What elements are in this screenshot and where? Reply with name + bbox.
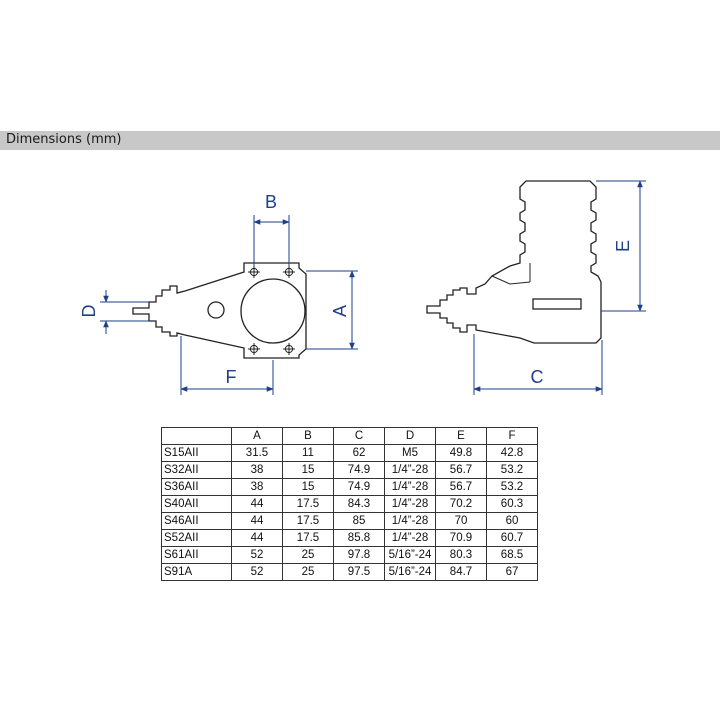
table-cell: 52 — [231, 563, 283, 581]
table-cell: 17.5 — [282, 495, 334, 513]
table-cell: 84.7 — [435, 563, 487, 581]
table-cell: 1/4”-28 — [384, 461, 436, 479]
model-cell: S52AII — [161, 529, 232, 547]
table-header-cell: F — [486, 427, 538, 445]
model-cell: S40AII — [161, 495, 232, 513]
table-cell: 60 — [486, 512, 538, 530]
section-header: Dimensions (mm) — [0, 131, 720, 150]
model-cell: S91A — [161, 563, 232, 581]
table-row: S15AII 31.5 11 62 M5 49.8 42.8 — [161, 444, 538, 462]
table-row: S91A 52 25 97.5 5/16”-24 84.7 67 — [161, 563, 538, 581]
model-cell: S36AII — [161, 478, 232, 496]
top-view-outline — [132, 262, 307, 359]
table-cell: 15 — [282, 478, 334, 496]
model-cell: S32AII — [161, 461, 232, 479]
table-cell: 56.7 — [435, 461, 487, 479]
table-cell: 97.8 — [333, 546, 385, 564]
table-cell: 38 — [231, 478, 283, 496]
table-header-cell: C — [333, 427, 385, 445]
dim-label-a: A — [330, 305, 350, 317]
table-cell: 11 — [282, 444, 334, 462]
table-cell: 49.8 — [435, 444, 487, 462]
dim-label-b: B — [265, 192, 277, 212]
table-cell: 60.3 — [486, 495, 538, 513]
side-view-outline — [426, 180, 602, 344]
top-view-bore — [240, 278, 306, 344]
model-cell: S46AII — [161, 512, 232, 530]
table-cell: 42.8 — [486, 444, 538, 462]
table-cell: 25 — [282, 546, 334, 564]
table-cell: 67 — [486, 563, 538, 581]
table-cell: 38 — [231, 461, 283, 479]
technical-drawing: B A D F E C — [79, 180, 646, 395]
table-cell: 44 — [231, 529, 283, 547]
table-row: S52AII 44 17.5 85.8 1/4”-28 70.9 60.7 — [161, 529, 538, 547]
dim-label-d: D — [79, 305, 99, 318]
table-cell: 97.5 — [333, 563, 385, 581]
table-cell: 85.8 — [333, 529, 385, 547]
table-header-cell: A — [231, 427, 283, 445]
table-row: S61AII 52 25 97.8 5/16”-24 80.3 68.5 — [161, 546, 538, 564]
table-cell: 68.5 — [486, 546, 538, 564]
table-cell: 53.2 — [486, 461, 538, 479]
table-row: S32AII 38 15 74.9 1/4”-28 56.7 53.2 — [161, 461, 538, 479]
table-cell: 17.5 — [282, 529, 334, 547]
table-cell: 70.9 — [435, 529, 487, 547]
dim-label-f: F — [226, 367, 237, 387]
table-row: S36AII 38 15 74.9 1/4”-28 56.7 53.2 — [161, 478, 538, 496]
dim-label-e: E — [613, 240, 633, 252]
table-row: S46AII 44 17.5 85 1/4”-28 70 60 — [161, 512, 538, 530]
table-cell: 60.7 — [486, 529, 538, 547]
table-header-cell: B — [282, 427, 334, 445]
table-cell: 44 — [231, 495, 283, 513]
table-cell: 85 — [333, 512, 385, 530]
table-cell: 80.3 — [435, 546, 487, 564]
table-cell: 5/16”-24 — [384, 563, 436, 581]
top-view-small-hole — [207, 301, 225, 319]
table-cell: 74.9 — [333, 461, 385, 479]
model-cell: S15AII — [161, 444, 232, 462]
table-cell: 17.5 — [282, 512, 334, 530]
table-row: S40AII 44 17.5 84.3 1/4”-28 70.2 60.3 — [161, 495, 538, 513]
table-header-cell: E — [435, 427, 487, 445]
table-cell: 74.9 — [333, 478, 385, 496]
dimension-lines-side — [473, 180, 646, 395]
section-title: Dimensions (mm) — [6, 132, 122, 147]
table-cell: 1/4”-28 — [384, 512, 436, 530]
dimensions-table: A B C D E F S15AII 31.5 11 62 M5 49.8 42… — [161, 427, 538, 581]
table-cell: 84.3 — [333, 495, 385, 513]
table-cell: 70.2 — [435, 495, 487, 513]
table-header-cell: D — [384, 427, 436, 445]
table-cell: 31.5 — [231, 444, 283, 462]
table-cell: 5/16”-24 — [384, 546, 436, 564]
table-cell: 1/4”-28 — [384, 478, 436, 496]
table-cell: 56.7 — [435, 478, 487, 496]
model-cell: S61AII — [161, 546, 232, 564]
side-view-slot — [532, 298, 582, 310]
table-cell: 1/4”-28 — [384, 495, 436, 513]
table-cell: 53.2 — [486, 478, 538, 496]
table-cell: 62 — [333, 444, 385, 462]
side-view — [426, 180, 602, 344]
table-cell: 70 — [435, 512, 487, 530]
table-header-cell — [161, 427, 232, 445]
table-cell: M5 — [384, 444, 436, 462]
dim-label-c: C — [531, 367, 544, 387]
table-header-row: A B C D E F — [161, 427, 538, 445]
top-view — [132, 262, 307, 359]
dimension-lines-top — [100, 215, 358, 395]
table-cell: 44 — [231, 512, 283, 530]
mounting-screws — [248, 266, 295, 355]
table-cell: 15 — [282, 461, 334, 479]
table-cell: 52 — [231, 546, 283, 564]
table-cell: 25 — [282, 563, 334, 581]
table-cell: 1/4”-28 — [384, 529, 436, 547]
